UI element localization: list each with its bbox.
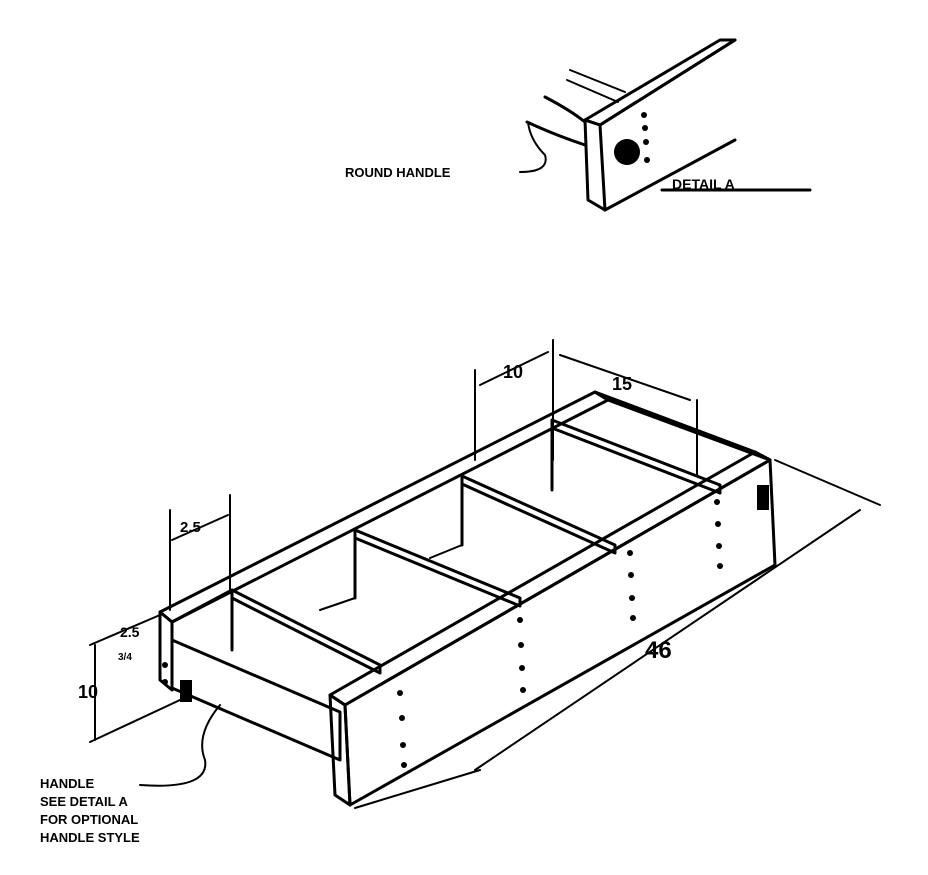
handle-note-4: HANDLE STYLE [40,830,140,845]
handle-note-2: SEE DETAIL A [40,794,128,809]
dim-gap-3-4: 3/4 [118,652,132,663]
dim-height-10: 10 [78,682,98,702]
handle-note-3: FOR OPTIONAL [40,812,138,827]
dim-end-2-5: 2.5 [180,519,201,536]
dim-length-46: 46 [645,637,672,664]
dim-divider-10: 10 [503,362,523,382]
round-handle-icon [614,139,640,165]
dim-rail-2-5: 2.5 [120,624,140,640]
handle-note-1: HANDLE [40,776,94,791]
round-handle-label: ROUND HANDLE [345,165,451,180]
box-illustration [89,339,881,809]
detail-a-illustration [519,38,812,212]
handle-icon [180,680,192,702]
detail-a-title: DETAIL A [672,176,735,192]
dim-divider-15: 15 [612,374,632,394]
